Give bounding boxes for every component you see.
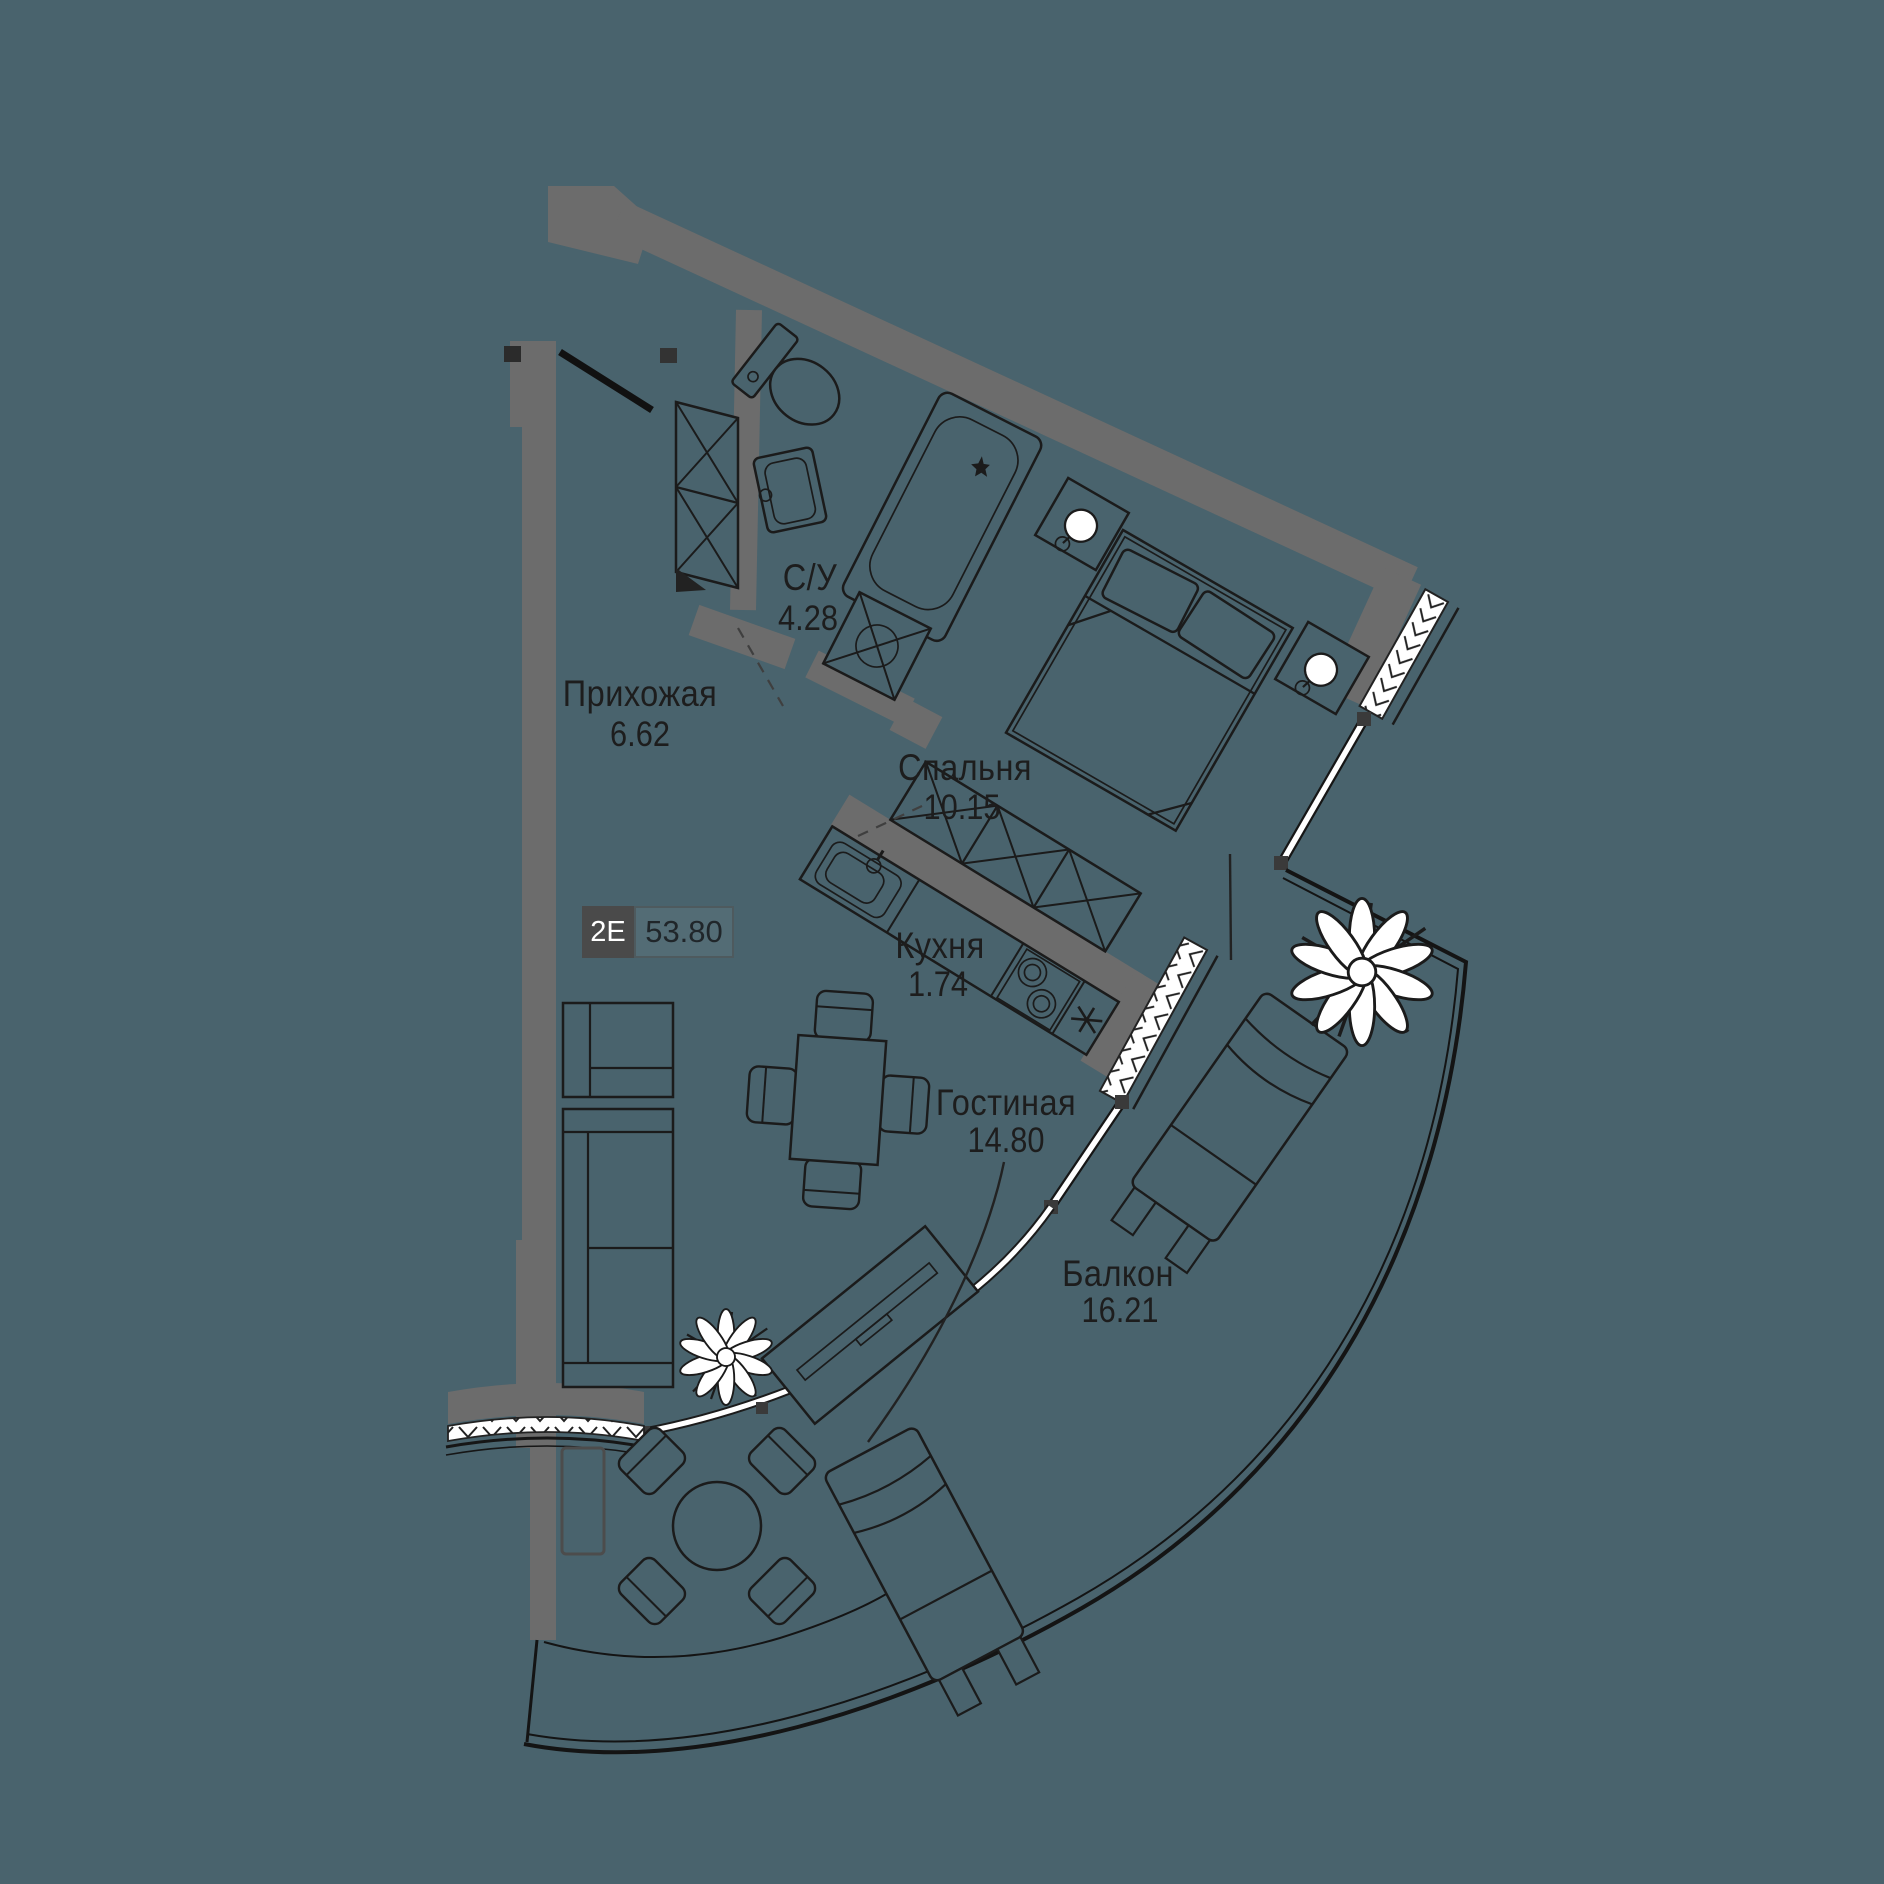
bathroom-sink — [752, 446, 828, 534]
room-area-kitchen: 1.74 — [908, 965, 968, 1004]
bed — [1004, 528, 1295, 833]
washing-machine — [821, 590, 933, 702]
bedroom-window — [1358, 587, 1460, 726]
chaise-longue-lower — [821, 1424, 1046, 1720]
wall-bathroom-west — [730, 309, 762, 611]
dining-table — [788, 1033, 888, 1167]
room-label-hallway: Прихожая — [562, 673, 718, 714]
hallway-wardrobe — [674, 400, 740, 592]
bath-drain — [971, 456, 990, 477]
balcony-planter — [560, 1446, 606, 1556]
balcony-round-table — [671, 1480, 763, 1572]
plant-small — [676, 1307, 776, 1407]
room-area-balcony: 16.21 — [1081, 1291, 1159, 1330]
door-strike-plate — [504, 346, 521, 362]
unit-type-badge: 2E — [582, 906, 634, 958]
bedroom-wardrobe — [888, 760, 1143, 954]
room-label-living: Гостиная — [935, 1082, 1077, 1123]
toilet — [731, 322, 841, 426]
kitchen-strip — [798, 760, 1172, 1083]
kitchen-window — [1098, 936, 1219, 1110]
pier-window — [445, 1383, 647, 1456]
armchair — [561, 1001, 675, 1099]
wall-kitchen-return — [1080, 970, 1172, 1083]
lamp-icon — [1303, 652, 1339, 687]
dining-set — [745, 989, 931, 1211]
room-area-living: 14.80 — [967, 1121, 1045, 1160]
wall-bathroom-south — [805, 650, 915, 726]
entry-door — [558, 348, 677, 413]
stove — [995, 947, 1081, 1032]
nightstand-right — [1273, 620, 1371, 716]
unit-total-area: 53.80 — [634, 906, 734, 958]
room-label-kitchen: Кухня — [895, 925, 985, 966]
room-label-bathroom: С/У — [782, 557, 838, 598]
unit-badge: 2E 53.80 — [582, 906, 734, 958]
sofa — [561, 1107, 675, 1389]
lamp-icon — [1063, 508, 1099, 543]
room-label-bedroom: Спальня — [898, 747, 1032, 788]
balcony-railing — [523, 868, 1469, 1755]
room-area-hallway: 6.62 — [610, 715, 670, 754]
bedroom-balcony-door — [1274, 712, 1371, 870]
nightstand-left — [1033, 476, 1131, 572]
kitchen-sink — [814, 841, 902, 919]
fridge-icon — [1071, 1005, 1103, 1034]
room-label-balcony: Балкон — [1062, 1253, 1174, 1294]
wall-bathroom-south-end — [889, 698, 943, 749]
leader-lines — [737, 627, 1233, 1443]
balcony-table-set — [613, 1422, 821, 1630]
living-balcony-door — [1044, 1095, 1129, 1214]
room-area-bedroom: 10.15 — [923, 788, 1001, 827]
wall-top-diagonal — [610, 201, 1418, 601]
tv-console — [760, 1224, 980, 1426]
wall-kitchen-bedroom — [830, 794, 1172, 1023]
room-area-bathroom: 4.28 — [778, 599, 838, 638]
kitchen-counter — [798, 824, 1121, 1057]
